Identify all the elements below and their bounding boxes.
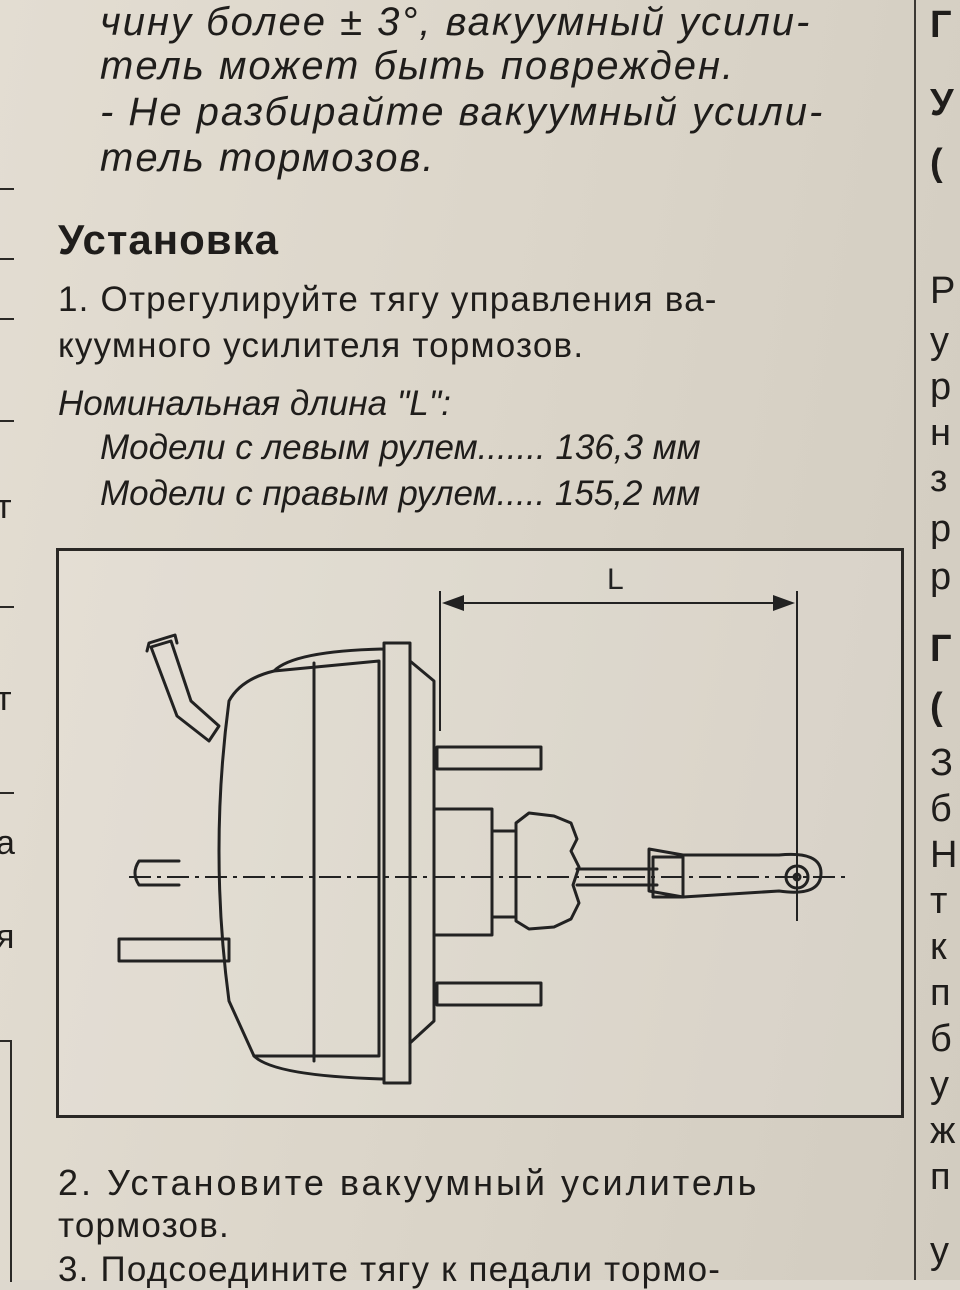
spec-right-hand-drive: Модели с правым рулем..... 155,2 мм: [100, 474, 701, 513]
text-line: тель может быть поврежден.: [100, 44, 736, 88]
next-column-fragment: б: [930, 788, 952, 830]
mounting-stud-upper: [435, 745, 543, 771]
margin-mark: [0, 318, 14, 320]
dimension-label: L: [607, 563, 624, 596]
margin-fragment: т: [0, 680, 12, 718]
step-text: 3. Подсоедините тягу к педали тормо-: [58, 1250, 722, 1289]
column-divider: [914, 0, 916, 1280]
next-column-fragment: р: [930, 508, 952, 550]
next-column-fragment: к: [930, 926, 947, 968]
next-column-fragment: ж: [930, 1110, 956, 1152]
next-column-fragment: п: [930, 1156, 951, 1198]
next-column-fragment: у: [930, 1230, 949, 1272]
text-line: - Не разбирайте вакуумный усили-: [100, 90, 825, 134]
next-column-fragment: У: [930, 82, 954, 124]
margin-fragment: т: [0, 488, 12, 526]
rear-stud-upper: [133, 859, 181, 887]
clevis: [647, 847, 823, 899]
next-column-fragment: З: [930, 742, 953, 784]
next-column-fragment: (: [930, 142, 943, 184]
margin-mark: [0, 188, 14, 190]
mounting-flange: [382, 641, 412, 1085]
booster-shell: [217, 659, 381, 1058]
margin-fragment: я: [0, 918, 15, 956]
next-column-fragment: т: [930, 880, 948, 922]
step-text: тормозов.: [58, 1206, 230, 1245]
nominal-length-label: Номинальная длина "L":: [58, 384, 451, 423]
next-column-fragment: р: [930, 556, 952, 598]
nipple-cap: [145, 633, 179, 653]
text-line: чину более ± 3°, вакуумный усили-: [100, 0, 812, 44]
brake-booster-figure: L: [56, 548, 904, 1118]
spec-left-hand-drive: Модели с левым рулем....... 136,3 мм: [100, 428, 701, 467]
booster-hub: [432, 807, 494, 937]
mounting-stud-lower: [435, 981, 543, 1007]
margin-mark: [0, 792, 14, 794]
margin-box-edge: [0, 1040, 12, 1282]
next-column-fragment: Р: [930, 270, 956, 312]
step-text: куумного усилителя тормозов.: [58, 326, 585, 365]
rubber-boot: [514, 811, 581, 931]
next-column-fragment: Г: [930, 4, 952, 46]
next-column-fragment: (: [930, 686, 943, 728]
next-column-fragment: б: [930, 1018, 952, 1060]
margin-fragment: а: [0, 824, 15, 862]
next-column-fragment: Н: [930, 834, 958, 876]
text-line: тель тормозов.: [100, 136, 436, 180]
next-column-fragment: п: [930, 972, 951, 1014]
brake-booster-diagram: L: [117, 563, 849, 1085]
next-column-fragment: р: [930, 366, 952, 408]
rear-stud-lower: [117, 937, 231, 963]
step-text: 1. Отрегулируйте тягу управления ва-: [58, 280, 718, 319]
margin-mark: [0, 606, 14, 608]
next-column-fragment: у: [930, 1064, 949, 1106]
next-column-fragment: Г: [930, 628, 952, 670]
margin-mark: [0, 258, 14, 260]
step-text: 2. Установите вакуумный усилитель: [58, 1162, 760, 1203]
dim-arrow-right: [773, 595, 795, 611]
next-column-fragment: у: [930, 320, 949, 362]
next-column-fragment: н: [930, 412, 951, 454]
margin-mark: [0, 420, 14, 422]
vacuum-nipple: [149, 639, 221, 743]
section-heading: Установка: [58, 216, 279, 263]
dim-arrow-left: [442, 595, 464, 611]
next-column-fragment: з: [930, 458, 948, 500]
